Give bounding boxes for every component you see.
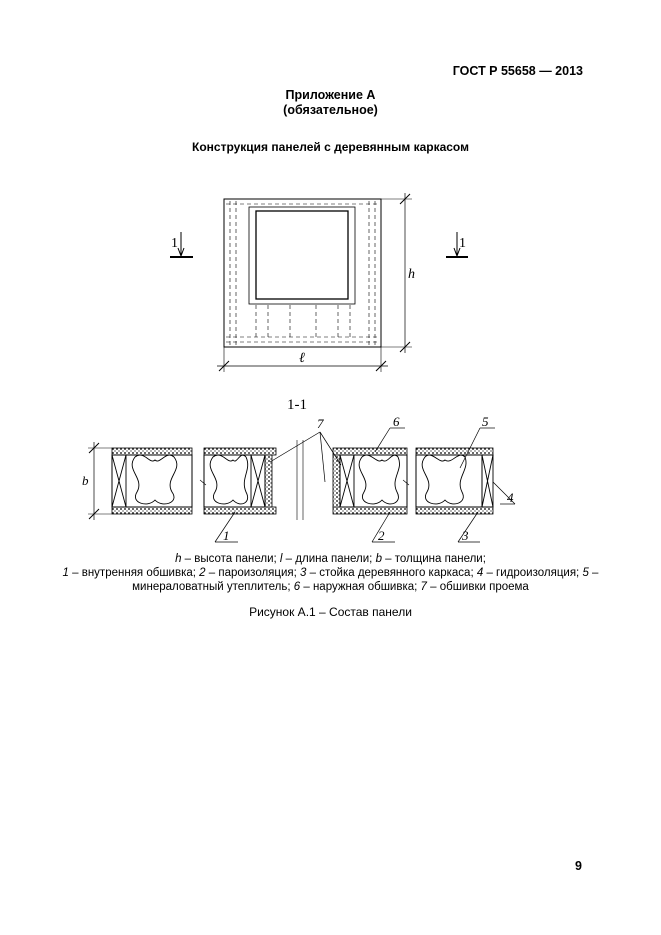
legend-symbol: 2 <box>199 567 206 579</box>
legend-text: – гидроизоляция; <box>483 567 583 579</box>
legend-text: – обшивки проема <box>426 581 529 593</box>
section-label: 1-1 <box>287 397 307 413</box>
panel-elevation <box>170 193 468 372</box>
document-header: ГОСТ Р 55658 — 2013 <box>452 64 583 78</box>
callout-2: 2 <box>378 528 385 543</box>
dim-thickness-label: b <box>82 473 89 488</box>
callout-7: 7 <box>317 416 324 431</box>
callout-6: 6 <box>393 414 400 429</box>
annex-title: Приложение А <box>285 88 376 102</box>
legend-text: – внутренняя обшивка; <box>68 567 200 579</box>
legend-text: минераловатный утеплитель; <box>132 581 294 593</box>
legend-symbol: 1 <box>62 567 69 579</box>
dim-height-label: h <box>408 267 415 282</box>
figure-legend: h – высота панели; l – длина панели; b –… <box>0 552 661 594</box>
legend-symbol: h <box>175 553 182 565</box>
legend-text: – пароизоляция; <box>205 567 301 579</box>
figure-caption: Рисунок А.1 – Состав панели <box>249 605 412 619</box>
legend-text: – стойка деревянного каркаса; <box>306 567 477 579</box>
panel-cross-section <box>88 427 516 543</box>
section-mark-right: 1 <box>459 236 466 251</box>
legend-text: – наружная обшивка; <box>300 581 421 593</box>
dim-length-label: ℓ <box>299 351 305 366</box>
callout-5: 5 <box>482 414 489 429</box>
legend-text: – <box>588 567 599 579</box>
callout-1: 1 <box>223 528 230 543</box>
section-heading: Конструкция панелей с деревянным каркасо… <box>192 140 469 154</box>
legend-symbol: l <box>279 553 283 565</box>
page-number: 9 <box>575 859 582 873</box>
callout-4: 4 <box>507 490 514 505</box>
legend-line-2: 1 – внутренняя обшивка; 2 – пароизоляция… <box>0 566 661 580</box>
legend-symbol: 6 <box>293 581 301 593</box>
legend-line-3: минераловатный утеплитель; 6 – наружная … <box>0 580 661 594</box>
legend-text: – длина панели; <box>282 553 376 565</box>
legend-symbol: 3 <box>300 567 307 579</box>
legend-symbol: b <box>375 553 382 565</box>
legend-text: – толщина панели; <box>381 553 486 565</box>
legend-symbol: 4 <box>476 567 484 579</box>
callout-3: 3 <box>461 528 469 543</box>
annex-subtitle: (обязательное) <box>283 103 378 117</box>
legend-text: – высота панели; <box>181 553 280 565</box>
legend-symbol: 7 <box>420 581 427 593</box>
section-mark-left: 1 <box>171 236 178 251</box>
legend-symbol: 5 <box>582 567 589 579</box>
legend-line-1: h – высота панели; l – длина панели; b –… <box>0 552 661 566</box>
